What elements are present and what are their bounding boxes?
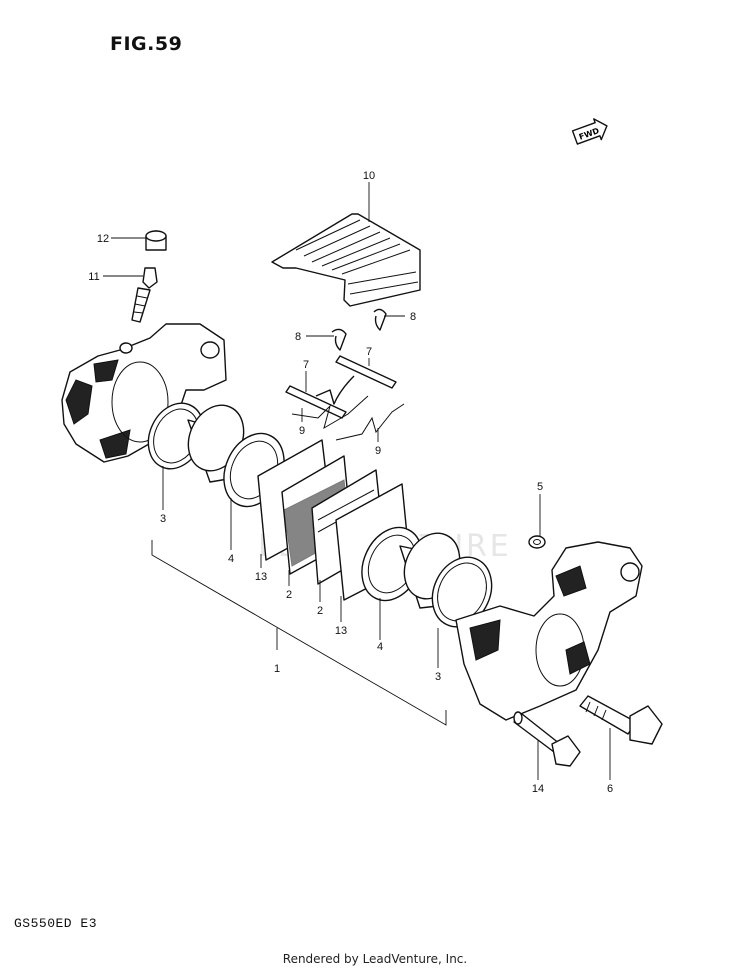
forward-direction-arrow: FWD (571, 118, 608, 145)
callout-3-left: 3 (160, 513, 166, 525)
pad-pin-part-7-left (285, 375, 355, 419)
bleeder-valve-part-11 (131, 267, 158, 323)
callout-8-right: 8 (410, 311, 416, 323)
callout-13-left: 13 (255, 571, 267, 583)
callout-4-left: 4 (228, 553, 234, 565)
callout-9-left: 9 (299, 425, 305, 437)
bolt-part-14 (513, 711, 581, 767)
caliper-body-left (61, 323, 227, 463)
figure-title: FIG.59 (110, 33, 183, 55)
callout-7-right: 7 (366, 346, 372, 358)
callout-4-right: 4 (377, 641, 383, 653)
spring-part-9-right (335, 403, 405, 441)
bleeder-cap-part-12 (145, 230, 167, 251)
callout-9-right: 9 (375, 445, 381, 457)
callout-8-left: 8 (295, 331, 301, 343)
spring-part-9-left (291, 395, 369, 430)
callout-12: 12 (97, 233, 109, 245)
leader-lines (103, 182, 611, 780)
callout-11: 11 (88, 271, 99, 283)
caliper-body-right (455, 541, 643, 721)
clip-part-8-right (373, 308, 387, 331)
pad-spring-part-10 (271, 213, 421, 307)
callout-10: 10 (363, 170, 375, 182)
callout-13-right: 13 (335, 625, 347, 637)
callout-3-right: 3 (435, 671, 441, 683)
clip-part-8-left (331, 328, 347, 351)
piston-seal-part-3-right (431, 556, 493, 628)
callout-2-left: 2 (286, 589, 292, 601)
assembly-bracket (151, 540, 447, 726)
callout-5: 5 (537, 481, 543, 493)
callout-14: 14 (532, 783, 544, 795)
model-code: GS550ED E3 (14, 916, 98, 931)
washer-part-5 (528, 535, 546, 549)
rendered-by-footer: Rendered by LeadVenture, Inc. (282, 952, 468, 966)
bolt-part-6 (579, 695, 663, 745)
pad-pin-part-7-right (335, 355, 397, 389)
callout-6: 6 (607, 783, 613, 795)
callout-7-left: 7 (303, 359, 309, 371)
callout-1: 1 (274, 663, 280, 675)
callout-2-right: 2 (317, 605, 323, 617)
